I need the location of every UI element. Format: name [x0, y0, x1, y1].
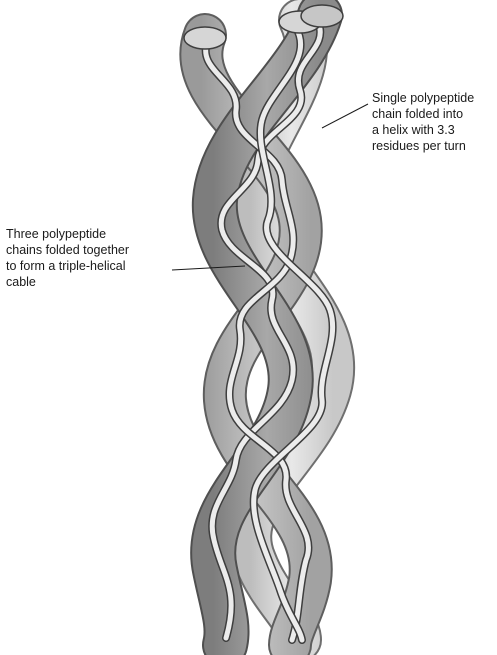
leader-line-single-chain	[322, 104, 368, 128]
triple-chains-annotation: Three polypeptide chains folded together…	[6, 226, 186, 290]
single-chain-annotation: Single polypeptide chain folded into a h…	[372, 90, 492, 154]
